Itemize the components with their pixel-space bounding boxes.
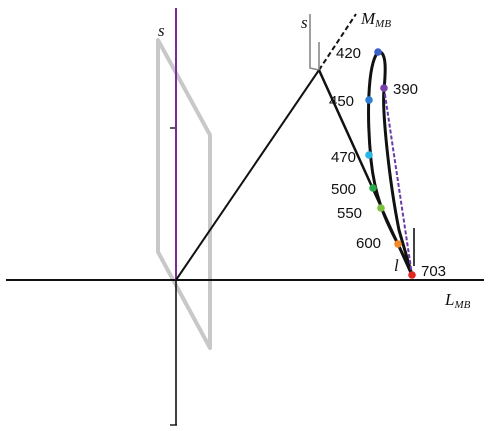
label-390: 390 <box>393 81 418 98</box>
purple-line <box>383 87 413 276</box>
label-550: 550 <box>337 205 362 222</box>
locus-point-470 <box>365 151 373 159</box>
label-600: 600 <box>356 235 381 252</box>
locus-point-703 <box>408 271 416 279</box>
locus-point-500 <box>369 184 377 192</box>
label-450: 450 <box>329 93 354 110</box>
locus-point-600 <box>394 240 402 248</box>
ghost-plane <box>156 38 212 350</box>
locus-point-420 <box>374 48 382 56</box>
label-703: 703 <box>421 263 446 280</box>
label-420: 420 <box>336 45 361 62</box>
s-axis-label: s <box>158 21 165 40</box>
m-mb-axis <box>175 69 320 281</box>
locus-point-450 <box>365 96 373 104</box>
plane-top-mark-label: s <box>301 13 308 32</box>
locus-point-550 <box>377 204 385 212</box>
label-470: 470 <box>331 149 356 166</box>
plane-top-marker <box>309 14 320 71</box>
corner-mark-label: l <box>394 256 399 275</box>
label-500: 500 <box>331 181 356 198</box>
m-mb-axis-dashed <box>318 13 357 71</box>
locus-point-390 <box>380 84 388 92</box>
m-mb-axis-label: MMB <box>360 9 391 30</box>
l-mb-axis-label: LMB <box>444 290 471 311</box>
